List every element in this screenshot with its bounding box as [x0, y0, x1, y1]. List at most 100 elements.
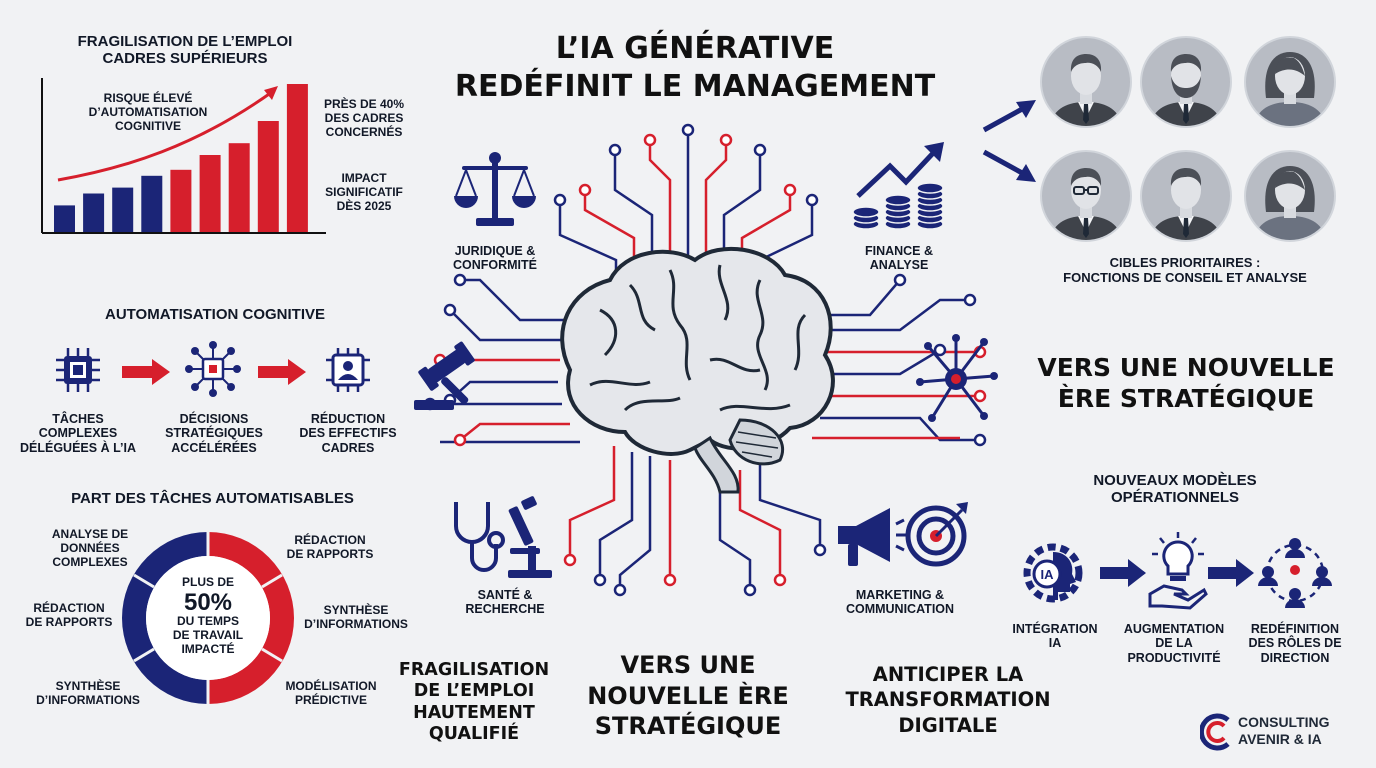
automation-step-2: DÉCISIONS STRATÉGIQUES ACCÉLÉRÉES — [150, 412, 278, 455]
legal-line1: JURIDIQUE & — [454, 244, 536, 258]
bearded-man-avatar — [1140, 36, 1232, 128]
man-avatar — [1140, 150, 1232, 242]
domain-health-label: SANTÉ & RECHERCHE — [440, 588, 570, 617]
models-title: NOUVEAUX MODÈLES OPÉRATIONNELS — [1050, 472, 1300, 507]
consulting-logo-icon — [1200, 713, 1230, 751]
risk-line3: COGNITIVE — [114, 118, 181, 133]
brand-line2: AVENIR & IA — [1238, 730, 1322, 747]
brand-name: CONSULTING AVENIR & IA — [1238, 714, 1368, 748]
chart-bar — [141, 175, 163, 232]
donut-center-value: 50% — [183, 588, 233, 616]
models-step3-line1: REDÉFINITION — [1250, 622, 1340, 636]
models-step3-line3: DIRECTION — [1260, 650, 1330, 665]
label-br-2: PRÉDICTIVE — [294, 692, 367, 707]
step3-line2: DES EFFECTIFS — [299, 426, 397, 441]
domain-marketing-label: MARKETING & COMMUNICATION — [820, 588, 980, 617]
woman-avatar — [1244, 36, 1336, 128]
label-r-2: D’INFORMATIONS — [304, 616, 408, 631]
automation-step-3: RÉDUCTION DES EFFECTIFS CADRES — [284, 412, 412, 455]
donut-label-br: MODÉLISATION PRÉDICTIVE — [274, 679, 388, 708]
bottom-right-line2: TRANSFORMATION — [845, 688, 1051, 712]
donut-center-line3: DE TRAVAIL — [172, 627, 244, 642]
bottom-center-line1: VERS UNE — [620, 651, 756, 679]
targets-line2: FONCTIONS DE CONSEIL ET ANALYSE — [1063, 269, 1307, 285]
note2-line3: DÈS 2025 — [336, 198, 392, 213]
risk-label: RISQUE ÉLEVÉ D’AUTOMATISATION COGNITIVE — [58, 91, 238, 133]
percentage-note: PRÈS DE 40% DES CADRES CONCERNÉS — [316, 97, 412, 139]
chart-bar — [257, 121, 279, 232]
bottom-center-line3: STRATÉGIQUE — [594, 712, 782, 741]
trend-arrowhead — [264, 86, 278, 100]
tasks-donut-chart — [122, 532, 294, 704]
step3-line1: RÉDUCTION — [310, 412, 386, 426]
models-title-line2: OPÉRATIONNELS — [1110, 489, 1240, 507]
chart-bar — [228, 143, 250, 232]
label-br-1: MODÉLISATION — [285, 679, 377, 693]
chart-bar — [54, 205, 75, 232]
bottom-center-statement: VERS UNE NOUVELLE ÈRE STRATÉGIQUE — [570, 650, 806, 742]
legal-line2: CONFORMITÉ — [452, 258, 538, 273]
employment-title: FRAGILISATION DE L’EMPLOI CADRES SUPÉRIE… — [30, 33, 340, 68]
bottom-left-line2: DE L’EMPLOI — [413, 681, 535, 702]
note1-line2: DES CADRES — [324, 110, 404, 125]
marketing-line1: MARKETING & — [855, 588, 945, 602]
label-bl-2: D’INFORMATIONS — [36, 692, 140, 707]
red-arrow-icon — [122, 359, 170, 385]
glasses-man-avatar — [1040, 150, 1132, 242]
models-step2-line1: AUGMENTATION — [1123, 622, 1225, 636]
note2-line2: SIGNIFICATIF — [325, 184, 403, 199]
label-r-1: SYNTHÈSE — [323, 603, 389, 617]
main-title: L’IA GÉNÉRATIVE REDÉFINIT LE MANAGEMENT — [430, 30, 960, 106]
bottom-left-line3: HAUTEMENT — [413, 702, 535, 723]
chart-bar — [199, 155, 221, 232]
finance-growth-icon — [852, 142, 944, 230]
impact-note: IMPACT SIGNIFICATIF DÈS 2025 — [316, 171, 412, 213]
bottom-center-line2: NOUVELLE ÈRE — [587, 681, 789, 710]
donut-label-tr: RÉDACTION DE RAPPORTS — [270, 533, 390, 562]
label-tl-3: COMPLEXES — [52, 554, 128, 569]
stethoscope-microscope-icon — [454, 496, 552, 578]
main-title-line1: L’IA GÉNÉRATIVE — [555, 31, 835, 66]
donut-center-line2: DU TEMPS — [176, 613, 239, 628]
employment-title-line2: CADRES SUPÉRIEURS — [102, 50, 268, 68]
brand-line1: CONSULTING — [1238, 714, 1330, 730]
era-line2: ÈRE STRATÉGIQUE — [1057, 384, 1315, 414]
targets-caption: CIBLES PRIORITAIRES : FONCTIONS DE CONSE… — [1030, 255, 1340, 286]
brain-icon — [560, 246, 835, 494]
bottom-left-line1: FRAGILISATION — [398, 660, 550, 680]
woman-avatar — [1244, 150, 1336, 242]
automation-title: AUTOMATISATION COGNITIVE — [105, 306, 325, 323]
domain-finance-label: FINANCE & ANALYSE — [834, 244, 964, 273]
label-tr-1: RÉDACTION — [294, 533, 366, 547]
step3-line3: CADRES — [321, 440, 375, 455]
donut-center: PLUS DE 50% DU TEMPS DE TRAVAIL IMPACTÉ — [158, 575, 258, 656]
team-network-icon — [1258, 538, 1332, 608]
era-heading: VERS UNE NOUVELLE ÈRE STRATÉGIQUE — [1016, 352, 1356, 415]
health-line1: SANTÉ & — [477, 588, 533, 602]
gavel-icon — [414, 341, 475, 410]
label-tl-2: DONNÉES — [60, 540, 120, 555]
finance-line2: ANALYSE — [869, 258, 929, 273]
targets-line1: CIBLES PRIORITAIRES : — [1109, 255, 1261, 270]
step2-line3: ACCÉLÉRÉES — [171, 440, 257, 455]
domain-legal-label: JURIDIQUE & CONFORMITÉ — [430, 244, 560, 273]
chip-icon — [56, 348, 100, 392]
step2-line2: STRATÉGIQUES — [165, 426, 263, 441]
era-line1: VERS UNE NOUVELLE — [1037, 353, 1335, 382]
bottom-left-line4: QUALIFIÉ — [428, 724, 520, 745]
circuit-nodes — [423, 123, 987, 597]
health-line2: RECHERCHE — [465, 602, 545, 617]
chart-bar — [83, 193, 105, 232]
pointing-arrow-icon — [982, 100, 1036, 133]
donut-navy-half — [122, 532, 208, 704]
label-l-2: DE RAPPORTS — [25, 614, 113, 629]
bottom-right-line1: ANTICIPER LA — [872, 663, 1024, 686]
models-step-2: AUGMENTATION DE LA PRODUCTIVITÉ — [1116, 622, 1232, 665]
pointing-arrow-icon — [982, 149, 1036, 182]
donut-center-line4: IMPACTÉ — [181, 641, 235, 656]
chart-bar — [112, 187, 134, 232]
scales-icon — [454, 152, 536, 226]
red-arrow-icon — [258, 359, 306, 385]
label-tl-1: ANALYSE DE — [51, 527, 129, 541]
risk-line1: RISQUE ÉLEVÉ — [103, 91, 193, 105]
